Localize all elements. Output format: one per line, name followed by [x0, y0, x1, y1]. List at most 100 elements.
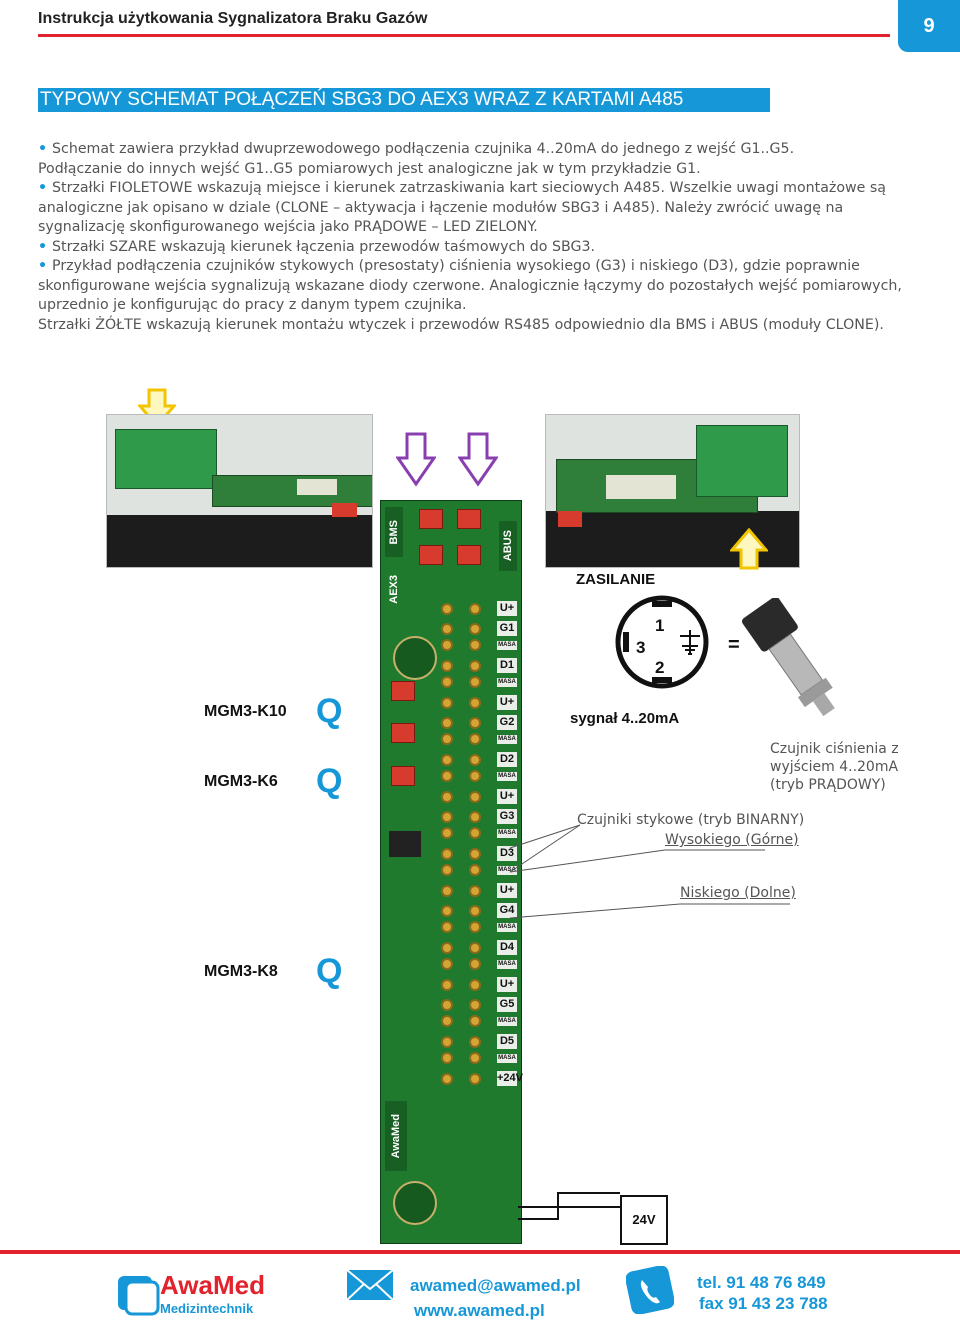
terminal-pad	[441, 603, 453, 615]
terminal-pad	[441, 697, 453, 709]
terminal-label: G4	[497, 903, 517, 918]
violet-arrow-down-icon	[458, 432, 498, 487]
terminal-pad	[469, 754, 481, 766]
terminal-pad	[469, 1015, 481, 1027]
rs485-connector	[457, 509, 481, 529]
paragraph-3: • Strzałki FIOLETOWE wskazują miejsce i …	[38, 180, 886, 235]
contact-sensor-note: Czujniki stykowe (tryb BINARNY)	[577, 812, 805, 828]
terminal-label: G5	[497, 997, 517, 1012]
paragraph-4: • Strzałki SZARE wskazują kierunek łącze…	[38, 238, 596, 255]
terminal-pad	[441, 717, 453, 729]
terminal-label: U+	[497, 695, 517, 710]
terminal-pad	[441, 942, 453, 954]
terminal-pad	[441, 979, 453, 991]
fax-number: fax 91 43 23 788	[699, 1294, 828, 1313]
terminal-label: U+	[497, 789, 517, 804]
terminal-pad	[441, 676, 453, 688]
terminal-pad	[441, 811, 453, 823]
terminal-label: MASA	[497, 866, 517, 875]
awamed-logo-icon	[118, 1276, 160, 1316]
pin-2-label: 2	[655, 658, 665, 677]
terminal-pad	[469, 979, 481, 991]
terminal-pad	[469, 717, 481, 729]
paragraph-5: • Przykład podłączenia czujników stykowy…	[38, 258, 902, 313]
terminal-label: G1	[497, 621, 517, 636]
voltage-label: 24V	[632, 1212, 656, 1227]
terminal-label: D2	[497, 752, 517, 767]
terminal-label: MASA	[497, 1054, 517, 1063]
pin-3-label: 3	[636, 638, 646, 657]
terminal-pad	[441, 1052, 453, 1064]
terminal-label: D3	[497, 846, 517, 861]
website-link[interactable]: www.awamed.pl	[414, 1301, 545, 1320]
phone-number: tel. 91 48 76 849	[697, 1273, 826, 1292]
terminal-label: MASA	[497, 960, 517, 969]
terminal-pad	[469, 921, 481, 933]
abus-label: ABUS	[502, 530, 514, 562]
terminal-pad	[469, 848, 481, 860]
awamed-board-label: AwaMed	[390, 1113, 402, 1159]
envelope-icon	[346, 1269, 394, 1301]
terminal-label: D5	[497, 1034, 517, 1049]
terminal-label: U+	[497, 883, 517, 898]
terminal-pad	[441, 885, 453, 897]
terminal-pad	[469, 733, 481, 745]
pressure-sensor-icon	[742, 598, 835, 717]
terminal-label: U+	[497, 977, 517, 992]
terminal-pad	[441, 791, 453, 803]
q-logo: Q	[316, 952, 343, 990]
terminal-pad	[469, 1073, 481, 1085]
terminal-pad	[441, 1036, 453, 1048]
rs485-connector	[457, 545, 481, 565]
terminal-label: MASA	[497, 1017, 517, 1026]
power-title: ZASILANIE	[576, 571, 656, 588]
terminal-pad	[441, 999, 453, 1011]
terminal-label: G2	[497, 715, 517, 730]
terminal-label: MASA	[497, 829, 517, 838]
phone-icon	[626, 1266, 674, 1314]
module-mgm3-k8-label: MGM3-K8	[204, 963, 278, 980]
q-logo: Q	[316, 762, 343, 800]
paragraph-6: Strzałki ŻÓŁTE wskazują kierunek montażu…	[38, 316, 884, 333]
terminal-pad	[469, 942, 481, 954]
terminal-label: U+	[497, 601, 517, 616]
yellow-arrow-up-icon	[730, 528, 768, 570]
terminal-label: MASA	[497, 735, 517, 744]
violet-arrow-down-icon	[396, 432, 436, 487]
terminal-pad	[469, 864, 481, 876]
terminal-pad	[469, 660, 481, 672]
terminal-pad	[469, 603, 481, 615]
terminal-pad	[469, 639, 481, 651]
terminal-pad	[469, 811, 481, 823]
terminal-pad	[441, 1073, 453, 1085]
signal-label: sygnał 4..20mA	[570, 710, 680, 727]
terminal-pad	[441, 733, 453, 745]
terminal-label: G3	[497, 809, 517, 824]
email-link[interactable]: awamed@awamed.pl	[410, 1276, 581, 1295]
terminal-pad	[441, 905, 453, 917]
page-number: 9	[898, 0, 960, 52]
terminal-label: D4	[497, 940, 517, 955]
contact-wires	[509, 824, 790, 919]
rs485-connector	[419, 545, 443, 565]
module-mgm3-k10-label: MGM3-K10	[204, 703, 287, 720]
q-logo: Q	[316, 692, 343, 730]
module-connector	[391, 723, 415, 743]
connector-photo-left	[106, 414, 373, 568]
sensor-note: Czujnik ciśnienia z wyjściem 4..20mA (tr…	[770, 741, 899, 793]
low-pressure-label: Niskiego (Dolne)	[680, 885, 796, 901]
terminal-pad	[469, 1036, 481, 1048]
equals-sign: =	[728, 634, 740, 656]
terminal-label: MASA	[497, 923, 517, 932]
bms-label: BMS	[388, 519, 400, 545]
terminal-pad	[441, 660, 453, 672]
terminal-pad	[469, 676, 481, 688]
high-pressure-label: Wysokiego (Górne)	[665, 832, 799, 848]
terminal-label: MASA	[497, 641, 517, 650]
terminal-pad	[469, 1052, 481, 1064]
instructions-text: • Schemat zawiera przykład dwuprzewodowe…	[38, 140, 918, 335]
footer-brand: AwaMed	[160, 1270, 265, 1300]
terminal-pad	[469, 958, 481, 970]
supply-box: 24V	[620, 1195, 668, 1245]
